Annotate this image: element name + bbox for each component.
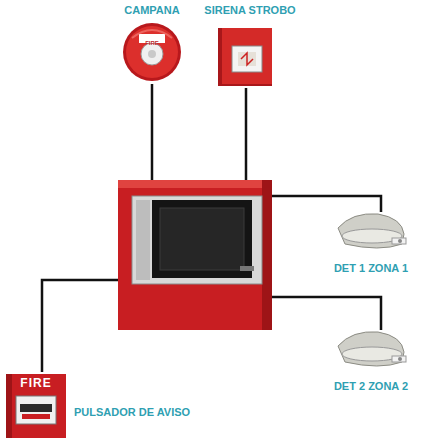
pull-plate-text: FIRE	[6, 376, 66, 390]
pull-station-device: FIRE PULSADOR DE AVISO	[4, 372, 200, 438]
device-label: DET 1 ZONA 1	[320, 262, 422, 275]
detector-device: DET 2 ZONA 2	[320, 330, 422, 396]
wire-connector	[272, 297, 381, 330]
panel-illustration	[118, 180, 272, 330]
device-label: DET 2 ZONA 2	[320, 380, 422, 393]
wire-connector	[151, 84, 154, 180]
detector-device: DET 1 ZONA 1	[320, 212, 422, 278]
detector-illustration	[338, 332, 406, 366]
strobe-illustration	[218, 28, 272, 86]
pull-station-illustration	[6, 374, 66, 438]
device-label: CAMPANA	[110, 4, 194, 17]
bell-illustration	[123, 23, 181, 81]
wire-connector	[42, 280, 118, 372]
detector-illustration	[338, 214, 406, 248]
wire-connector	[272, 196, 381, 212]
control-panel	[118, 180, 272, 330]
bell-device: CAMPANA FIRE	[110, 4, 194, 84]
strobe-device: SIRENA STROBO	[196, 4, 304, 88]
bell-plate-text: FIRE	[138, 39, 166, 47]
device-label: SIRENA STROBO	[196, 4, 304, 17]
wire-connector	[245, 88, 248, 180]
device-label: PULSADOR DE AVISO	[74, 406, 198, 419]
